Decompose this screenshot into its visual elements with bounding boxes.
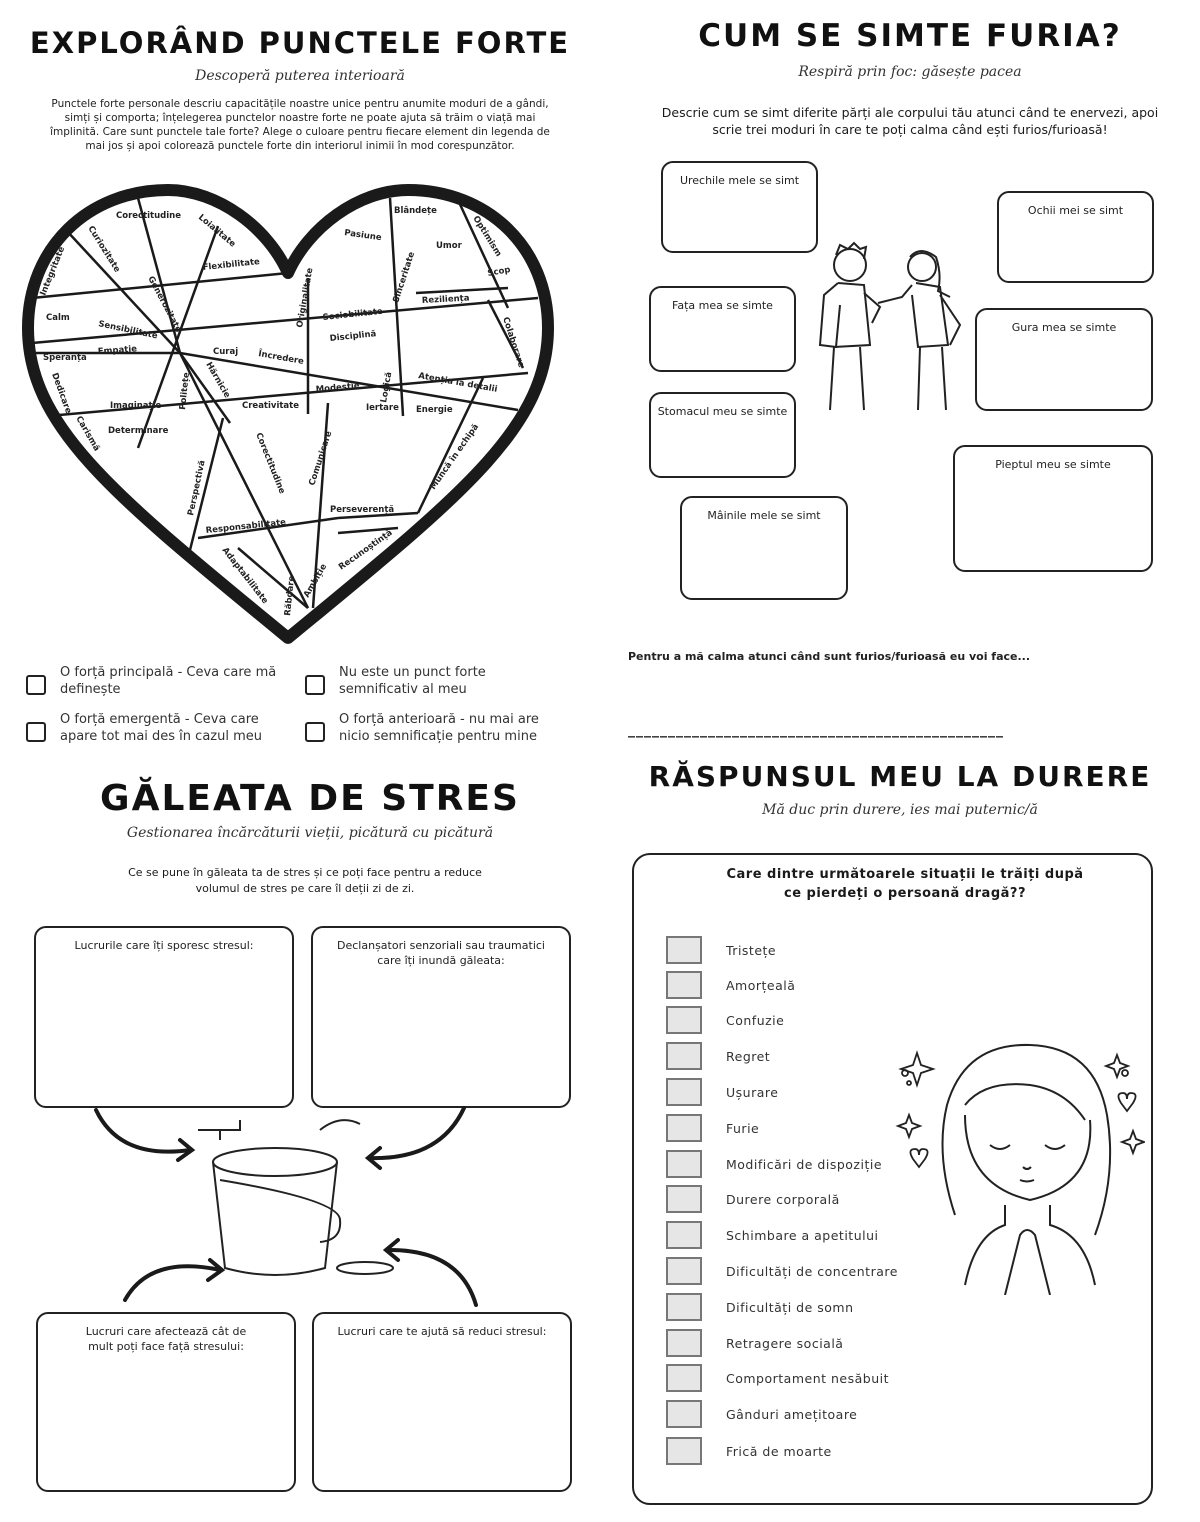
grief-checkbox[interactable] xyxy=(666,1042,702,1070)
eyes-box[interactable]: Ochii mei se simt xyxy=(997,191,1154,283)
legend-checkbox[interactable] xyxy=(26,675,46,695)
grief-checkbox[interactable] xyxy=(666,1006,702,1034)
praying-girl-illustration xyxy=(895,1043,1145,1295)
strength-label: Umor xyxy=(436,241,463,251)
arguing-couple-illustration xyxy=(818,241,962,411)
stress-intro: Ce se pune în găleata ta de stres și ce … xyxy=(128,866,482,895)
grief-label: Dificultăți de concentrare xyxy=(726,1264,898,1279)
grief-checkbox[interactable] xyxy=(666,1185,702,1213)
legend-checkbox[interactable] xyxy=(305,675,325,695)
strength-label: Calm xyxy=(46,313,70,323)
strength-label: Curaj xyxy=(213,347,238,357)
strengths-title: EXPLORÂND PUNCTELE FORTE xyxy=(29,26,571,60)
grief-checkbox[interactable] xyxy=(666,936,702,964)
grief-question: Care dintre următoarele situații le trăi… xyxy=(726,867,1084,901)
heart-outline xyxy=(22,184,554,644)
stress-title: GĂLEATA DE STRES xyxy=(100,778,520,819)
strength-label: Blândețe xyxy=(394,206,437,216)
legend-text: Nu este un punct forte semnificativ al m… xyxy=(339,665,486,697)
strength-label: Modestie xyxy=(315,381,360,395)
grief-label: Regret xyxy=(726,1049,771,1064)
strength-label: Răbdare xyxy=(283,575,297,616)
grief-label: Comportament nesăbuit xyxy=(726,1371,890,1386)
grief-checkbox[interactable] xyxy=(666,1400,702,1428)
anger-title: CUM SE SIMTE FURIA? xyxy=(698,18,1122,54)
calm-prompt: Pentru a mă calma atunci când sunt furio… xyxy=(628,650,1031,663)
strength-label: Reziliența xyxy=(422,294,470,306)
grief-label: Retragere socială xyxy=(726,1336,844,1351)
grief-checkbox[interactable] xyxy=(666,1078,702,1106)
face-box[interactable]: Fața mea se simte xyxy=(649,286,796,372)
strength-label: Determinare xyxy=(108,426,169,436)
legend-text: O forță anterioară - nu mai are nicio se… xyxy=(339,712,539,744)
strength-label: Scop xyxy=(487,265,511,279)
strength-label: Perseverență xyxy=(330,505,394,515)
stress-increase-box[interactable]: Lucrurile care îți sporesc stresul: xyxy=(34,926,294,1108)
sensory-triggers-box[interactable]: Declanșatori senzoriali sau traumatici c… xyxy=(311,926,571,1108)
grief-checkbox[interactable] xyxy=(666,1114,702,1142)
strength-label: Creativitate xyxy=(242,401,299,411)
strengths-heart: Corectitudine Loialitate Blândețe Pasiun… xyxy=(22,184,554,644)
grief-label: Durere corporală xyxy=(726,1192,840,1207)
grief-label: Confuzie xyxy=(726,1013,785,1028)
grief-checkbox[interactable] xyxy=(666,1437,702,1465)
grief-label: Amorțeală xyxy=(726,978,796,993)
grief-label: Modificări de dispoziție xyxy=(726,1157,883,1172)
legend-checkbox[interactable] xyxy=(26,722,46,742)
grief-checkbox[interactable] xyxy=(666,1329,702,1357)
strengths-subtitle: Descoperă puterea interioară xyxy=(195,68,405,84)
grief-checkbox[interactable] xyxy=(666,1293,702,1321)
grief-label: Furie xyxy=(726,1121,760,1136)
strength-label: Imaginație xyxy=(110,401,162,411)
legend-text: O forță emergentă - Ceva care apare tot … xyxy=(60,712,262,744)
strength-label: Politețe xyxy=(178,372,192,411)
strength-label: Corectitudine xyxy=(116,211,181,221)
grief-panel xyxy=(632,853,1153,1505)
grief-checkbox[interactable] xyxy=(666,1150,702,1178)
chest-box[interactable]: Pieptul meu se simte xyxy=(953,445,1153,572)
anger-subtitle: Respiră prin foc: găsește pacea xyxy=(798,64,1022,80)
grief-label: Dificultăți de somn xyxy=(726,1300,854,1315)
grief-title: RĂSPUNSUL MEU LA DURERE xyxy=(648,760,1152,793)
legend-checkbox[interactable] xyxy=(305,722,325,742)
strength-label: Speranță xyxy=(43,353,87,363)
anger-intro: Descrie cum se simt diferite părți ale c… xyxy=(661,105,1159,137)
ears-box[interactable]: Urechile mele se simt xyxy=(661,161,818,253)
grief-checkbox[interactable] xyxy=(666,1221,702,1249)
stress-reduce-box[interactable]: Lucruri care te ajută să reduci stresul: xyxy=(312,1312,572,1492)
strengths-intro: Punctele forte personale descriu capacit… xyxy=(50,98,550,152)
grief-checkbox[interactable] xyxy=(666,1257,702,1285)
stomach-box[interactable]: Stomacul meu se simte xyxy=(649,392,796,478)
strength-label: Empatie xyxy=(98,344,138,357)
grief-label: Schimbare a apetitului xyxy=(726,1228,879,1243)
hands-box[interactable]: Mâinile mele se simt xyxy=(680,496,848,600)
grief-checkbox[interactable] xyxy=(666,1364,702,1392)
stress-subtitle: Gestionarea încărcăturii vieții, picătur… xyxy=(126,825,494,841)
grief-checkbox[interactable] xyxy=(666,971,702,999)
strength-label: Disciplină xyxy=(329,329,377,344)
grief-label: Frică de moarte xyxy=(726,1444,832,1459)
coping-capacity-box[interactable]: Lucruri care afectează cât de mult poți … xyxy=(36,1312,296,1492)
grief-label: Ușurare xyxy=(726,1085,779,1100)
grief-label: Tristețe xyxy=(726,943,777,958)
strength-label: Iertare xyxy=(366,403,399,413)
grief-label: Gânduri amețitoare xyxy=(726,1407,858,1422)
calm-answer-line[interactable]: ________________________________________… xyxy=(628,722,1004,738)
legend-text: O forță principală - Ceva care mă define… xyxy=(60,665,277,697)
grief-subtitle: Mă duc prin durere, ies mai puternic/ă xyxy=(762,802,1038,818)
strength-label: Energie xyxy=(416,405,453,415)
mouth-box[interactable]: Gura mea se simte xyxy=(975,308,1153,411)
stress-bucket-illustration xyxy=(94,1106,478,1307)
